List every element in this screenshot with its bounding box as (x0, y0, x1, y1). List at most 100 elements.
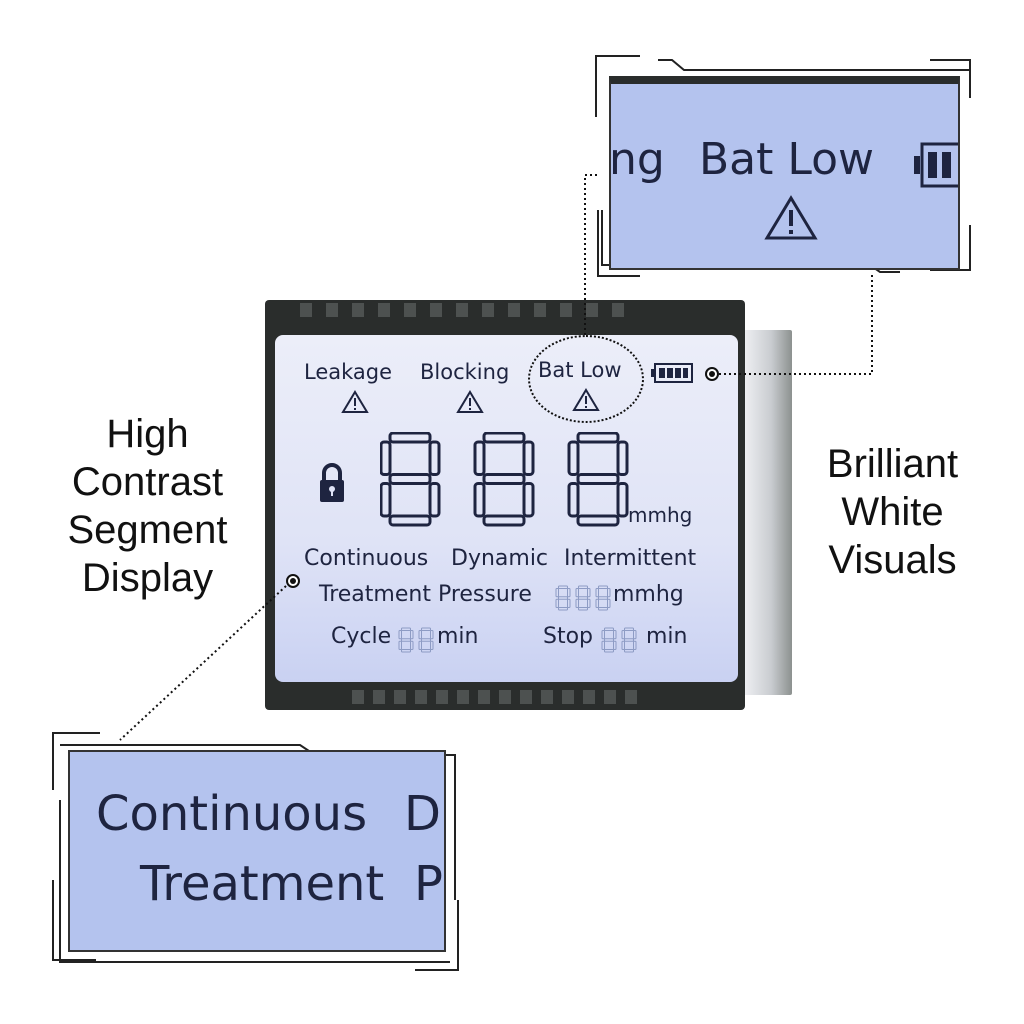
stop-unit: min (646, 624, 688, 649)
warning-icon (456, 390, 484, 413)
digit-segment (578, 607, 588, 611)
digit-segment (398, 630, 402, 640)
digit-segment (482, 514, 526, 527)
digit-segment (607, 588, 611, 598)
digit-segment (410, 630, 414, 640)
zoom-bat-low: Bat Low (699, 134, 875, 185)
battery-icon (651, 363, 693, 383)
digit-segment (601, 630, 605, 640)
caption-line: High (106, 412, 189, 456)
digit-segment (567, 482, 580, 518)
digit-segment (567, 598, 571, 608)
digit-segment (522, 482, 535, 518)
digit-segment (598, 596, 608, 600)
digit-segment (604, 638, 614, 642)
digit-segment (595, 598, 599, 608)
mode-continuous: Continuous (304, 546, 429, 571)
digit-segment (388, 514, 432, 527)
main-unit: mmhg (628, 503, 693, 527)
digit-segment (578, 585, 588, 589)
digit-segment (430, 630, 434, 640)
digit-segment (555, 588, 559, 598)
digit-segment (418, 640, 422, 650)
digit-segment (598, 607, 608, 611)
stop-digits (601, 627, 637, 653)
backlight-edge (740, 330, 792, 695)
digit-segment (558, 596, 568, 600)
digit-segment (567, 440, 580, 476)
digit-segment (576, 473, 620, 485)
digit-segment (388, 432, 432, 444)
digit-segment (595, 588, 599, 598)
zoom-treatment: Treatment (140, 856, 385, 912)
digit-segment (401, 638, 411, 642)
zoom-callout-bottom: Continuous D Treatment P (68, 750, 446, 952)
caption-line: Display (81, 556, 214, 600)
top-pins (300, 303, 624, 317)
digit-segment (555, 598, 559, 608)
zoom-continuous: Continuous (96, 786, 368, 842)
digit-segment (380, 482, 392, 518)
digit-segment (613, 640, 617, 650)
digit-segment (418, 630, 422, 640)
digit-segment (421, 649, 431, 653)
digit-segment (576, 514, 620, 527)
digit-segment (482, 432, 526, 444)
digit-segment (482, 473, 526, 485)
digit-segment (604, 649, 614, 653)
zoom-callout-top: ng Bat Low (609, 76, 960, 270)
caption-line: White (841, 490, 944, 534)
pressure-label: Treatment Pressure (319, 582, 532, 607)
digit-segment (388, 473, 432, 485)
digit-segment (428, 440, 441, 476)
caption-line: Contrast (71, 460, 224, 504)
digit-segment (633, 630, 637, 640)
zoom-partial-text: ng (609, 134, 665, 185)
digit-segment (522, 440, 535, 476)
alert-leakage: Leakage (304, 360, 393, 384)
digit-segment (601, 640, 605, 650)
digit-segment (633, 640, 637, 650)
lcd-screen (275, 335, 738, 682)
digit-segment (401, 649, 411, 653)
digit-segment (558, 585, 568, 589)
digit-segment (613, 630, 617, 640)
digit-segment (398, 640, 402, 650)
digit-segment (604, 627, 614, 631)
highlight-circle (528, 335, 644, 423)
digit-segment (430, 640, 434, 650)
digit-segment (473, 440, 486, 476)
cycle-label: Cycle (331, 624, 392, 649)
caption-line: Visuals (828, 538, 957, 582)
zoom-partial-text: D (404, 786, 441, 842)
warning-icon (341, 390, 369, 413)
digit-segment (621, 630, 625, 640)
pressure-unit: mmhg (613, 582, 684, 607)
caption-line: Brilliant (826, 442, 959, 486)
digit-segment (607, 598, 611, 608)
battery-icon (914, 142, 958, 188)
digit-segment (421, 638, 431, 642)
warning-icon (764, 195, 818, 240)
digit-segment (616, 440, 629, 476)
zoom-partial-text: P (414, 856, 443, 912)
mode-dynamic: Dynamic (451, 546, 549, 571)
digit-segment (380, 440, 392, 476)
cycle-unit: min (437, 624, 479, 649)
digit-segment (576, 432, 620, 444)
digit-segment (624, 649, 634, 653)
digit-segment (410, 640, 414, 650)
stop-label: Stop (543, 624, 594, 649)
digit-segment (567, 588, 571, 598)
digit-segment (624, 638, 634, 642)
callout-dot (705, 367, 719, 381)
digit-segment (587, 598, 591, 608)
mode-intermittent: Intermittent (564, 546, 697, 571)
digit-segment (598, 585, 608, 589)
main-digits (380, 432, 629, 527)
digit-segment (473, 482, 486, 518)
alert-blocking: Blocking (420, 360, 510, 384)
digit-segment (558, 607, 568, 611)
pressure-digits (555, 585, 611, 611)
lock-icon (320, 463, 344, 502)
